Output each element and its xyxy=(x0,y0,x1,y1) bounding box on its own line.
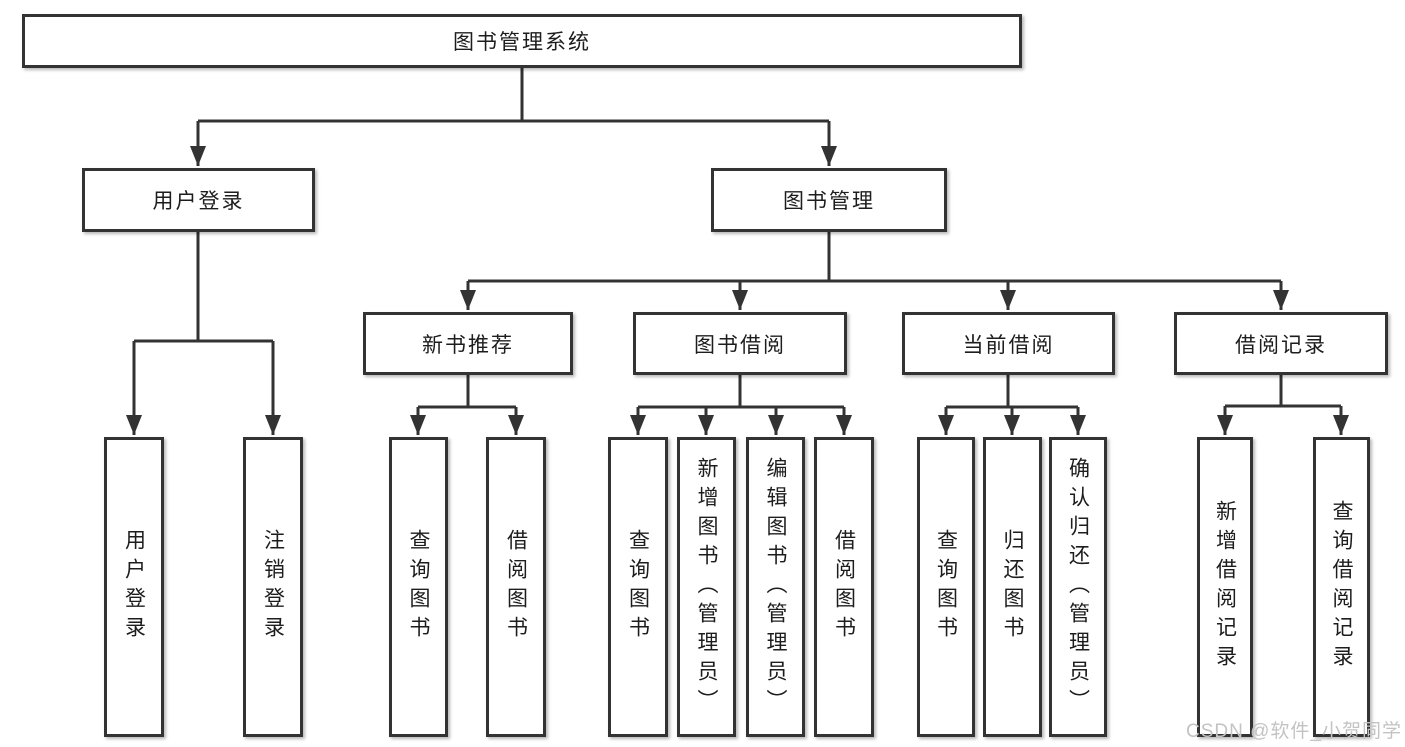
node-label: 借阅图书 xyxy=(504,529,528,645)
node-label: 查询图书 xyxy=(407,529,430,645)
leaf-edit-books-admin: 编辑图书（管理员） xyxy=(746,437,805,737)
node-label: 借阅记录 xyxy=(1235,333,1327,357)
node-label: 注销登录 xyxy=(261,529,285,645)
leaf-query-books-borrowing: 查询图书 xyxy=(608,437,668,737)
node-label: 用户登录 xyxy=(122,529,146,645)
leaf-user-login: 用户登录 xyxy=(104,437,164,737)
node-label: 查询图书 xyxy=(934,529,958,645)
node-label: 归还图书 xyxy=(1001,529,1024,645)
node-book-management: 图书管理 xyxy=(711,168,947,232)
node-label: 编辑图书（管理员） xyxy=(764,456,787,718)
leaf-query-borrow-record: 查询借阅记录 xyxy=(1313,437,1370,737)
leaf-add-borrow-record: 新增借阅记录 xyxy=(1197,437,1253,737)
leaf-query-books-recommendation: 查询图书 xyxy=(389,437,448,737)
node-label: 新增借阅记录 xyxy=(1213,500,1237,674)
node-label: 图书借阅 xyxy=(694,333,786,357)
node-label: 借阅图书 xyxy=(832,529,856,645)
leaf-logout-login: 注销登录 xyxy=(243,437,303,737)
node-borrowing-records: 借阅记录 xyxy=(1174,312,1388,375)
node-label: 用户登录 xyxy=(152,190,245,213)
node-current-borrowing: 当前借阅 xyxy=(902,312,1115,375)
leaf-confirm-return-admin: 确认归还（管理员） xyxy=(1049,437,1107,737)
leaf-borrow-books-borrowing: 借阅图书 xyxy=(814,437,874,737)
leaf-borrow-books-recommendation: 借阅图书 xyxy=(486,437,546,737)
node-book-borrowing: 图书借阅 xyxy=(633,312,847,375)
node-label: 新增图书（管理员） xyxy=(695,456,718,718)
node-label: 确认归还（管理员） xyxy=(1066,456,1090,718)
leaf-return-books: 归还图书 xyxy=(983,437,1042,737)
node-label: 查询借阅记录 xyxy=(1330,500,1353,674)
watermark: CSDN @软件_小贺同学 xyxy=(1186,721,1402,742)
node-new-book-recommendation: 新书推荐 xyxy=(363,312,573,375)
leaf-add-books-admin: 新增图书（管理员） xyxy=(677,437,736,737)
node-label: 查询图书 xyxy=(626,529,650,645)
node-label: 图书管理 xyxy=(783,190,875,213)
node-label: 当前借阅 xyxy=(962,333,1055,357)
node-user-login: 用户登录 xyxy=(82,168,315,232)
node-label: 图书管理系统 xyxy=(453,31,591,54)
node-library-management-system: 图书管理系统 xyxy=(22,14,1022,68)
node-label: 新书推荐 xyxy=(422,333,514,357)
leaf-query-books-current: 查询图书 xyxy=(917,437,975,737)
